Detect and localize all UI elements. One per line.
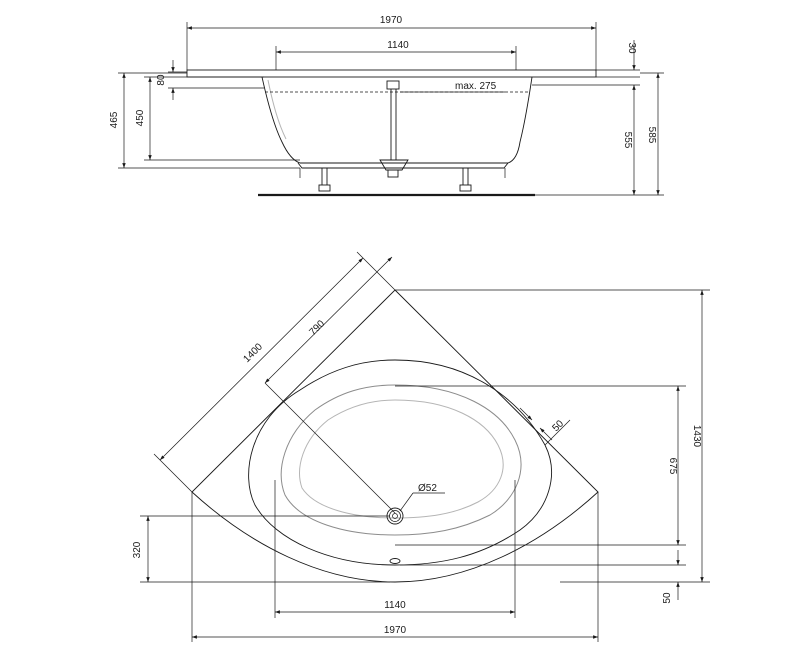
bathtub-rim <box>186 69 597 78</box>
bathtub-base <box>297 162 509 169</box>
overflow-label: max. 275 <box>455 81 497 92</box>
dim-label-50-bottom: 50 <box>662 592 673 604</box>
plan-view: Ø52 1400 790 50 1430 675 50 32 <box>132 251 710 642</box>
dim-label-1970-plan: 1970 <box>384 625 407 636</box>
dim-label-1140-side: 1140 <box>387 40 409 51</box>
dim-label-30: 30 <box>626 42 637 54</box>
basin-inner <box>280 384 522 536</box>
basin-bottom <box>299 399 504 519</box>
bathtub-inner-wall <box>267 79 287 140</box>
dim-label-465: 465 <box>109 111 120 128</box>
support-legs <box>299 168 506 192</box>
dim-line-790 <box>264 256 393 384</box>
waste-fitting <box>379 80 409 178</box>
dim-label-50-diag: 50 <box>550 418 566 434</box>
dim-label-450: 450 <box>135 109 146 126</box>
dim-label-790: 790 <box>307 318 327 338</box>
dim-line-1400 <box>159 257 364 461</box>
dim-label-585: 585 <box>646 127 657 144</box>
dim-label-1140-plan: 1140 <box>384 600 406 611</box>
dim-label-1400: 1400 <box>241 341 265 365</box>
dim-label-675: 675 <box>667 458 678 475</box>
bathtub-outline-plan <box>191 289 599 583</box>
dim-label-320: 320 <box>132 541 143 558</box>
bathtub-body <box>261 76 533 164</box>
drain-diameter-label: Ø52 <box>418 483 437 494</box>
side-view: 1970 1140 30 555 585 80 450 <box>109 15 664 197</box>
dim-label-555: 555 <box>622 132 633 149</box>
dim-label-80: 80 <box>156 74 167 86</box>
dim-label-1970-side: 1970 <box>380 15 403 26</box>
dim-label-1430: 1430 <box>691 425 702 448</box>
overflow-opening <box>389 558 401 564</box>
